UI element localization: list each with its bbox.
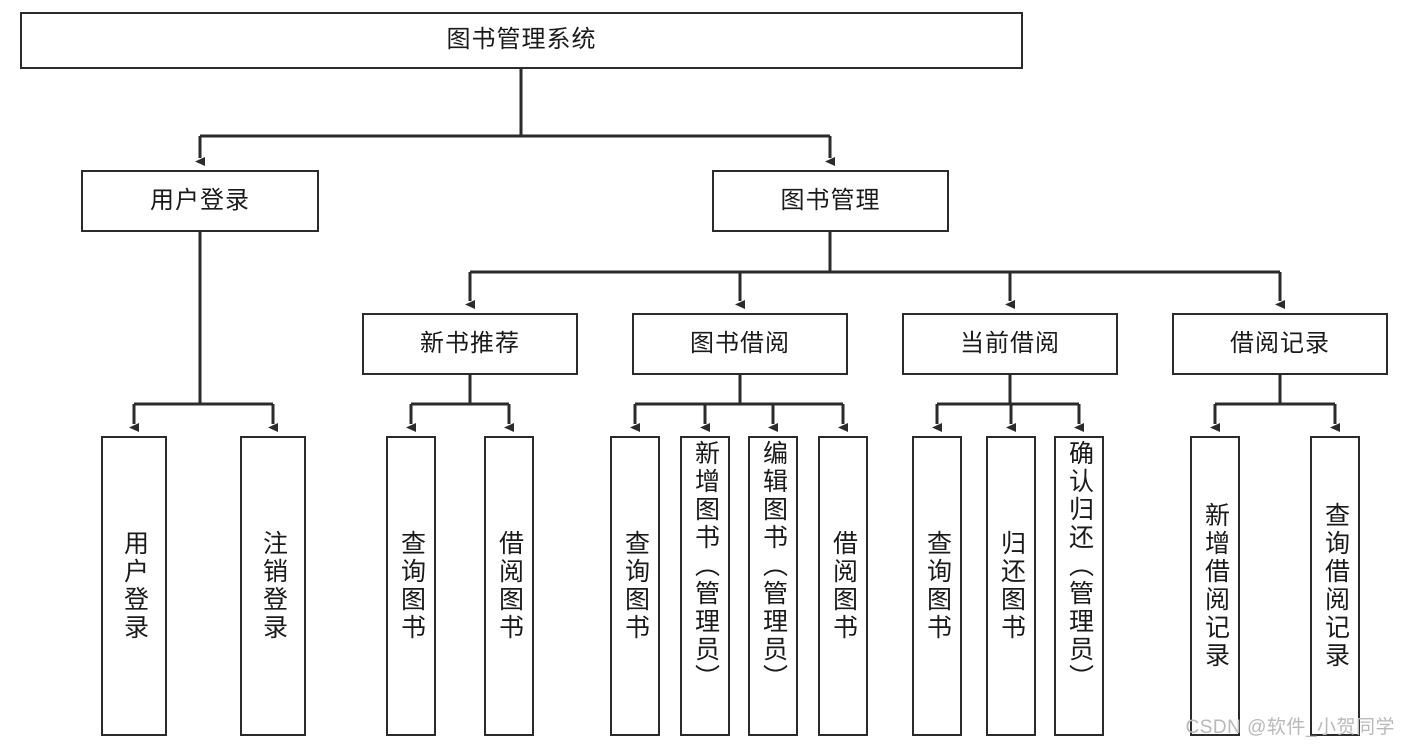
node-leaf-confirm-return[interactable]: 确认归还（管理员） <box>1054 436 1104 736</box>
node-user-login[interactable]: 用户登录 <box>81 170 319 232</box>
node-label: 用户登录 <box>120 530 149 642</box>
connector-bookmgmt-to-level3 <box>465 232 1285 309</box>
node-label: 查询图书 <box>397 530 426 642</box>
node-label: 借阅图书 <box>495 530 524 642</box>
node-leaf-user-login[interactable]: 用户登录 <box>101 436 167 736</box>
node-leaf-borrow-book-2[interactable]: 借阅图书 <box>818 436 868 736</box>
node-label: 借阅图书 <box>829 530 858 642</box>
connector-userlogin-to-leaves <box>129 232 278 432</box>
node-leaf-return-book[interactable]: 归还图书 <box>986 436 1036 736</box>
node-leaf-query-book-1[interactable]: 查询图书 <box>386 436 436 736</box>
watermark-text: CSDN @软件_小贺同学 <box>1185 717 1395 738</box>
node-label: 新增借阅记录 <box>1201 502 1230 670</box>
node-label: 新增图书（管理员） <box>691 440 720 692</box>
node-label: 查询图书 <box>923 530 952 642</box>
connector-currentborrow-to-leaves <box>932 375 1084 432</box>
node-label: 借阅记录 <box>1230 329 1330 357</box>
node-label: 图书借阅 <box>690 329 790 357</box>
node-label: 图书管理 <box>780 186 881 214</box>
node-current-borrow[interactable]: 当前借阅 <box>902 313 1118 375</box>
node-new-book-recommend[interactable]: 新书推荐 <box>362 313 578 375</box>
node-leaf-add-borrow-record[interactable]: 新增借阅记录 <box>1190 436 1240 736</box>
node-book-management[interactable]: 图书管理 <box>712 170 949 232</box>
node-leaf-query-book-2[interactable]: 查询图书 <box>610 436 660 736</box>
node-label: 查询借阅记录 <box>1321 502 1350 670</box>
node-book-management-system[interactable]: 图书管理系统 <box>20 12 1023 69</box>
node-leaf-query-borrow-record[interactable]: 查询借阅记录 <box>1310 436 1360 736</box>
node-leaf-logout[interactable]: 注销登录 <box>240 436 306 736</box>
node-leaf-borrow-book-1[interactable]: 借阅图书 <box>484 436 534 736</box>
node-book-borrow[interactable]: 图书借阅 <box>632 313 848 375</box>
connector-newbook-to-leaves <box>406 375 514 432</box>
connector-bookborrow-to-leaves <box>630 375 848 432</box>
node-label: 编辑图书（管理员） <box>759 440 788 692</box>
node-label: 图书管理系统 <box>446 26 597 54</box>
node-label: 查询图书 <box>621 530 650 642</box>
node-label: 新书推荐 <box>420 329 520 357</box>
node-label: 确认归还（管理员） <box>1065 440 1094 692</box>
node-label: 注销登录 <box>259 530 288 642</box>
node-label: 用户登录 <box>150 186 250 214</box>
connector-borrowrecord-to-leaves <box>1210 375 1340 432</box>
node-leaf-add-book[interactable]: 新增图书（管理员） <box>680 436 730 736</box>
connector-root-to-level2 <box>195 69 835 166</box>
node-leaf-query-book-3[interactable]: 查询图书 <box>912 436 962 736</box>
node-label: 当前借阅 <box>960 329 1060 357</box>
node-label: 归还图书 <box>997 530 1026 642</box>
node-leaf-edit-book[interactable]: 编辑图书（管理员） <box>748 436 798 736</box>
node-borrow-record[interactable]: 借阅记录 <box>1172 313 1388 375</box>
